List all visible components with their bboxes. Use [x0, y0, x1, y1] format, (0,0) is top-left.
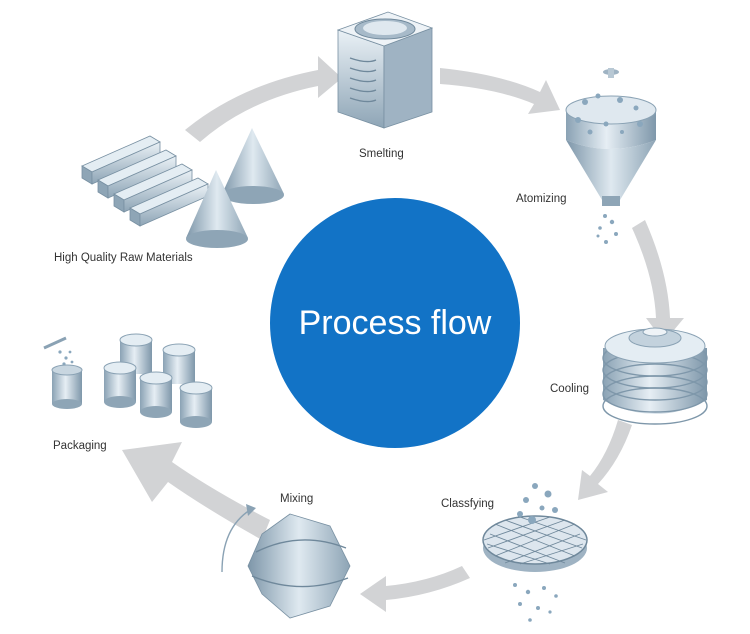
diagram-title: Process flow	[298, 303, 492, 342]
step-label-raw-materials: High Quality Raw Materials	[54, 252, 193, 264]
packaging-cans-icon	[43, 333, 213, 428]
step-label-packaging: Packaging	[53, 440, 107, 452]
arrow-raw-to-smelting	[185, 56, 342, 142]
raw-materials-icon	[81, 128, 284, 248]
arrow-classifying-to-mixing	[360, 566, 470, 612]
cooling-tower-icon	[602, 327, 708, 425]
smelting-furnace-icon	[336, 11, 434, 129]
step-label-atomizing: Atomizing	[516, 193, 567, 205]
flow-ring-arrows	[122, 56, 684, 612]
step-label-smelting: Smelting	[359, 148, 404, 160]
sieve-icon	[482, 483, 588, 622]
step-label-classfying: Classfying	[441, 498, 495, 510]
step-label-cooling: Cooling	[550, 383, 589, 395]
atomizer-icon	[565, 68, 657, 244]
arrow-cooling-to-classifying	[578, 420, 632, 500]
center-circle: Process flow	[270, 198, 520, 448]
mixer-icon	[221, 504, 351, 619]
arrow-smelting-to-atomizing	[440, 68, 560, 114]
arrow-atomizing-to-cooling	[632, 220, 684, 342]
step-label-mixing: Mixing	[280, 493, 314, 505]
arrow-mixing-to-packaging	[122, 442, 270, 540]
